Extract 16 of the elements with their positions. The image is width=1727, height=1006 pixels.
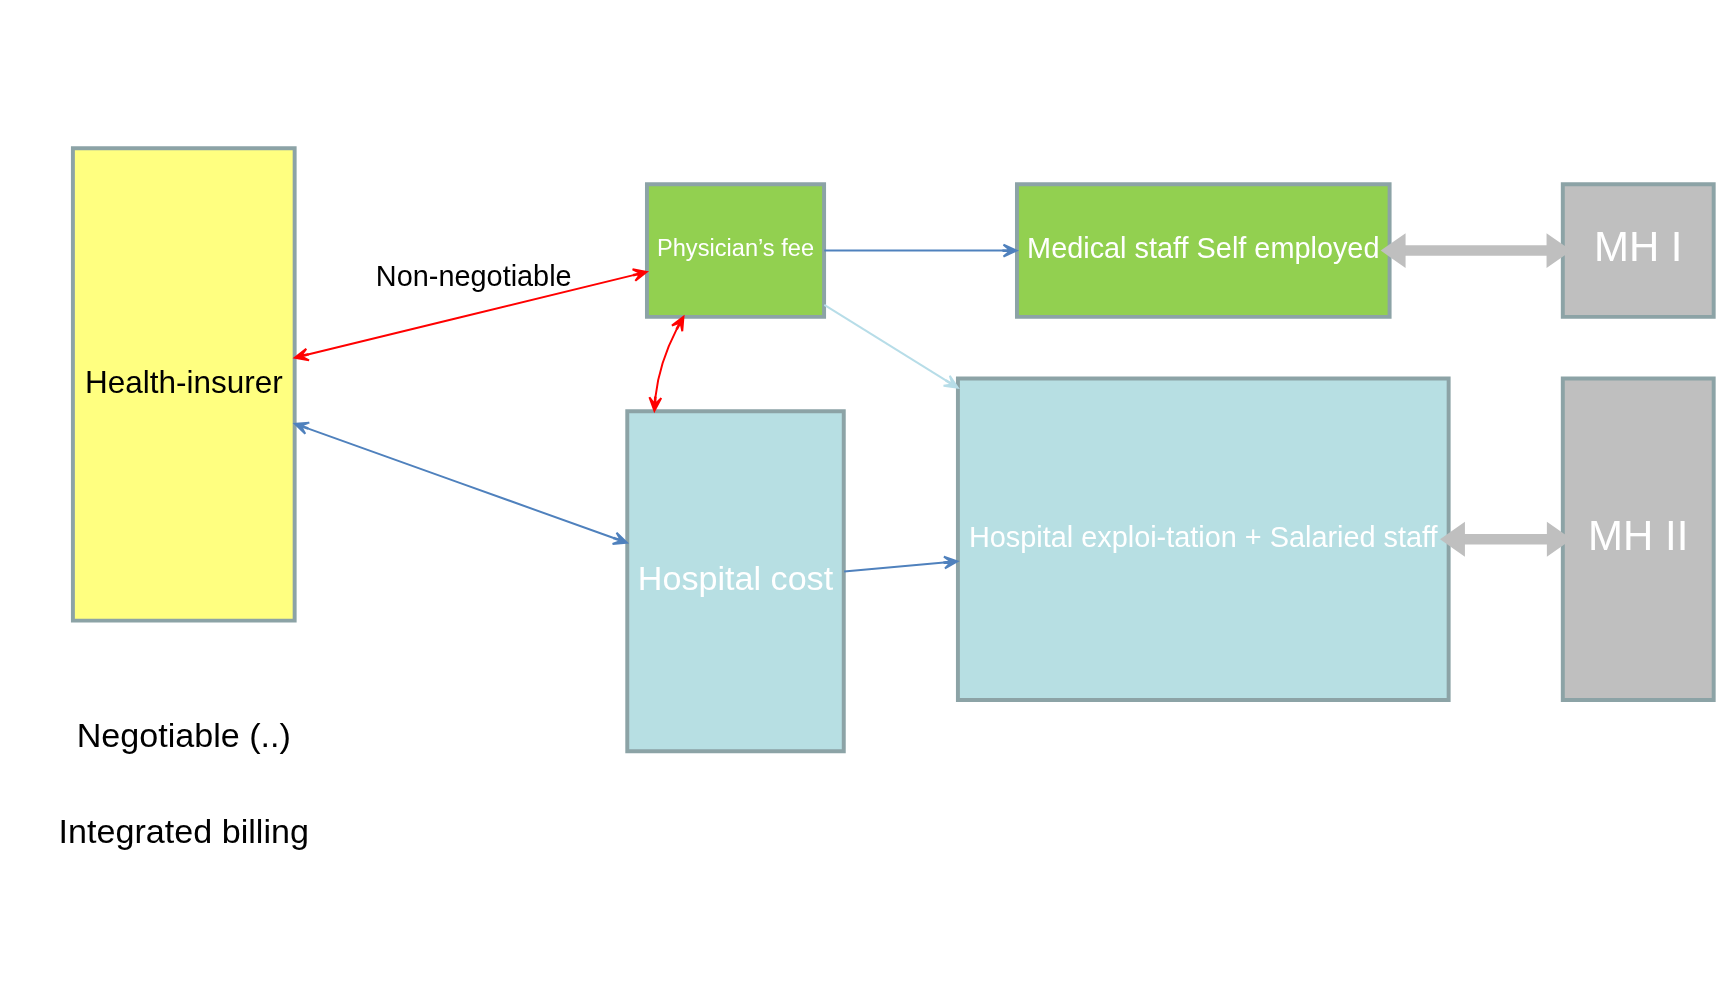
node-box: Medical staff Self employed [1015, 181, 1392, 319]
label: Integrated billing [58, 811, 309, 850]
arrow [648, 315, 685, 412]
arrow [823, 243, 1018, 257]
node-box: Hospital exploi-tation + Salaried staff [955, 376, 1451, 702]
edge-label: Non-negotiable [375, 258, 572, 291]
node-box: MH I [1560, 181, 1716, 319]
node-box: Hospital cost [625, 408, 846, 753]
arrow [293, 421, 628, 545]
node-box: Health-insurer [70, 145, 297, 623]
node-box: Physician’s fee [645, 181, 827, 319]
node-box: MH II [1560, 376, 1716, 702]
arrow [823, 303, 959, 389]
arrow [293, 267, 648, 361]
label: Negotiable (..) [76, 715, 291, 754]
arrow [843, 555, 959, 573]
